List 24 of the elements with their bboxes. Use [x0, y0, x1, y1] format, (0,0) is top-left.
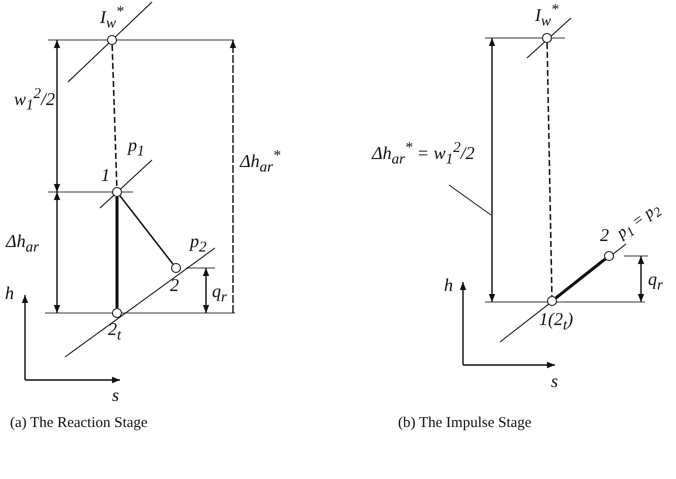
point-label: 1 — [101, 166, 110, 186]
dimension-label: q$_{r}$ — [212, 282, 227, 306]
pressure-label: p$_{1}$ — [128, 136, 144, 160]
axis-label: s — [551, 372, 558, 392]
dimension-label: Δh$_{ar}$ — [6, 232, 39, 256]
caption: (b) The Impulse Stage — [398, 415, 532, 432]
dashed-line — [546, 42, 553, 296]
process-line — [555, 258, 606, 300]
axis-label: h — [444, 276, 453, 296]
leader-line — [448, 184, 492, 216]
point-label: 1(2$_{t}$) — [539, 310, 574, 334]
axis-label: h — [5, 284, 14, 304]
formula-label: Δh$_{ar}$$^{*}$ = w$_{1}$$^{2}$/2 — [372, 140, 475, 168]
process-line — [116, 197, 118, 308]
process-line — [119, 195, 174, 265]
point-label: 2$_{t}$ — [108, 320, 122, 344]
point-label: 2 — [600, 226, 609, 246]
axis-label: s — [112, 386, 120, 406]
dimension-label: q$_{r}$ — [648, 270, 663, 294]
pressure-label: p$_{2}$ — [190, 232, 206, 256]
caption: (a) The Reaction Stage — [10, 415, 148, 432]
point-label: 2 — [170, 276, 179, 296]
fraction-label: w$_{1}$$^{2}$/2 — [14, 86, 56, 114]
dashed-line — [111, 44, 118, 188]
